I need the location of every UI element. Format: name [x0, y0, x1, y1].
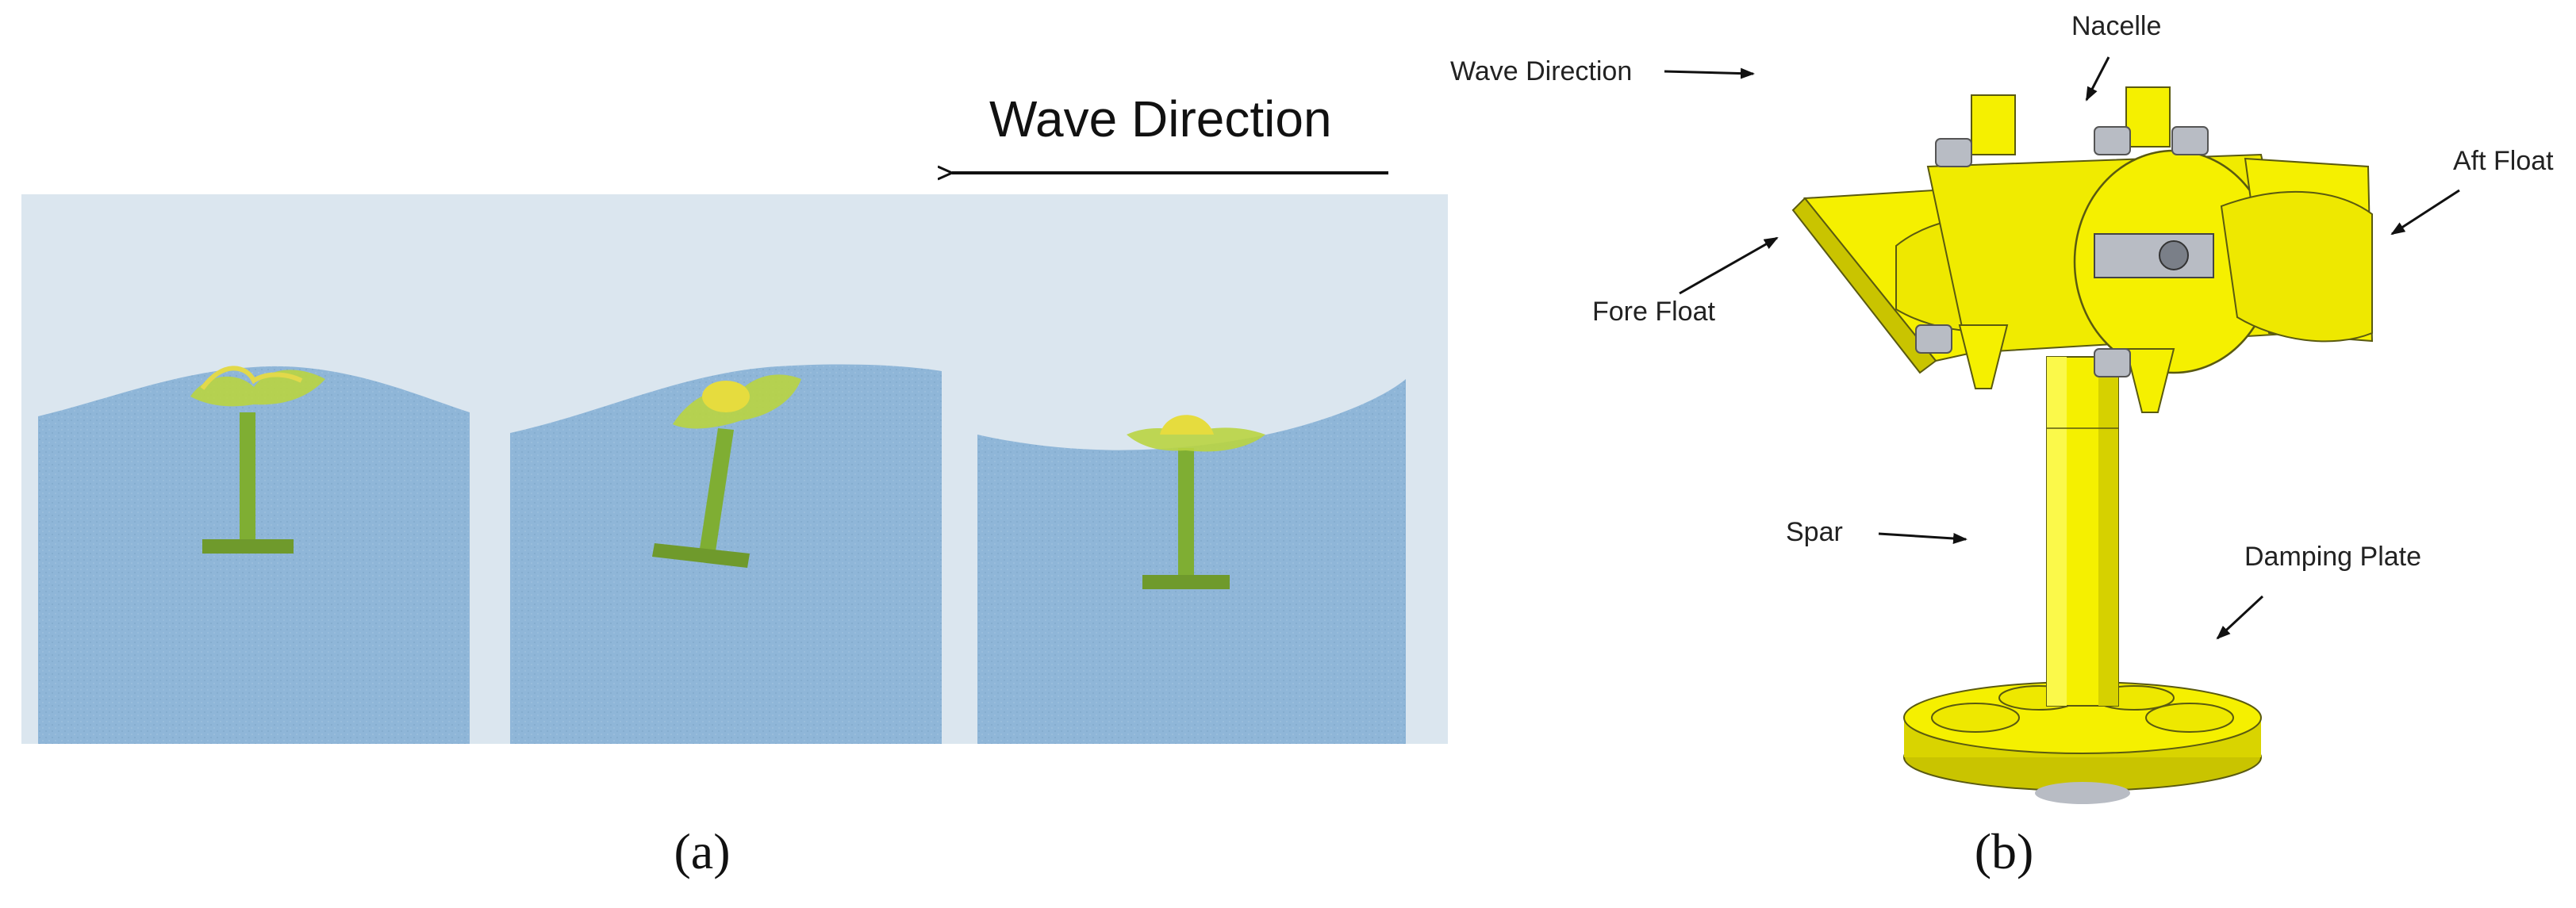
- panel-a: Wave Direction: [21, 90, 1448, 879]
- arrow-wave-direction: [1664, 67, 1755, 79]
- arrow-aft-float: [2390, 189, 2460, 236]
- label-nacelle: Nacelle: [2071, 11, 2161, 41]
- wave-frame-1-device: [190, 366, 325, 554]
- label-fore-float: Fore Float: [1592, 297, 1715, 327]
- arrow-fore-float: [1679, 236, 1779, 295]
- aft-float-shape: [2220, 157, 2374, 343]
- label-damping-plate: Damping Plate: [2244, 542, 2421, 572]
- arrow-nacelle: [2085, 56, 2110, 102]
- spar-shape: [2046, 356, 2119, 707]
- wave-frame-1: [38, 366, 470, 744]
- wave-frame-2-device: [652, 374, 801, 568]
- panel-b-caption: (b): [1975, 823, 2034, 879]
- wave-frame-1-water: [38, 366, 470, 744]
- label-wave-direction: Wave Direction: [1450, 56, 1632, 86]
- wave-frame-3-device: [1127, 415, 1265, 589]
- panel-a-caption: (a): [674, 823, 730, 879]
- wec-device-illustration: [1791, 86, 2374, 804]
- wave-frame-3: [977, 379, 1406, 744]
- label-aft-float: Aft Float: [2453, 146, 2554, 176]
- panel-b: Wave Direction Nacelle Aft Float Fore Fl…: [1450, 11, 2554, 879]
- panel-a-wave-direction-label: Wave Direction: [989, 90, 1332, 148]
- wave-frame-2: [510, 364, 942, 744]
- arrow-damping-plate: [2216, 595, 2264, 640]
- arrow-spar: [1878, 532, 1968, 544]
- label-spar: Spar: [1786, 517, 1843, 547]
